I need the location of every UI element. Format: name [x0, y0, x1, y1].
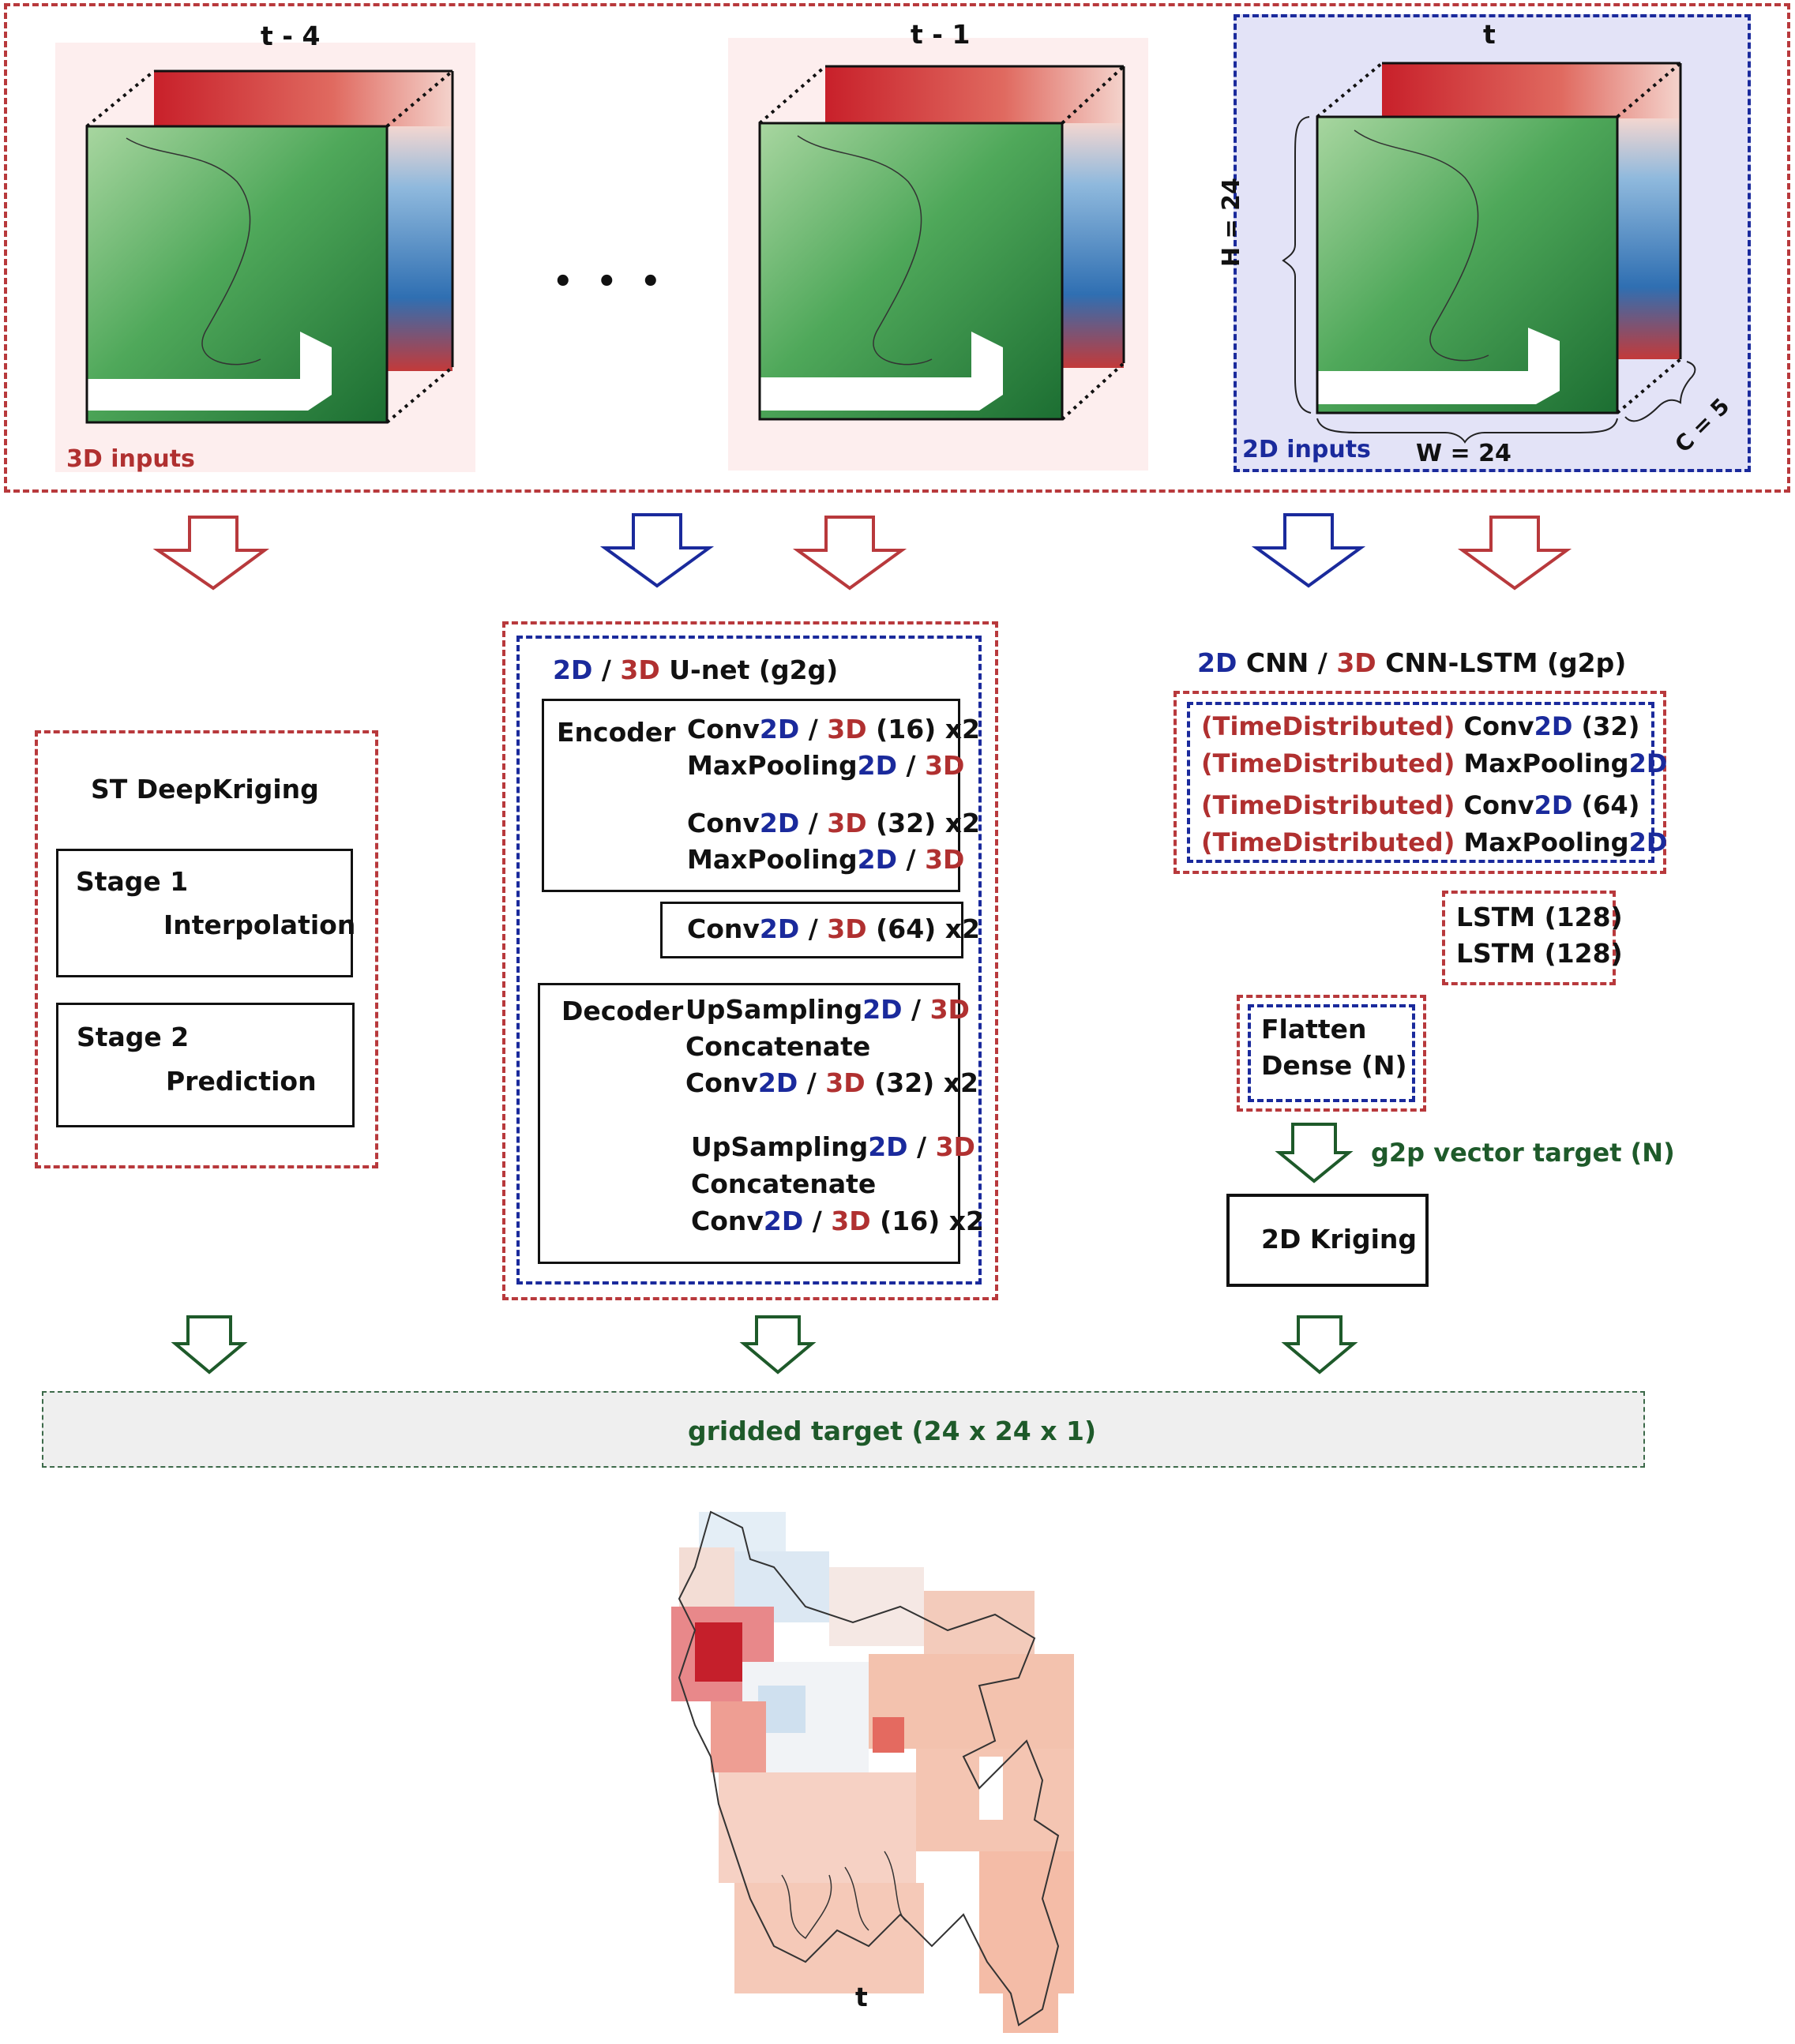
deepkriging-box	[35, 730, 378, 1168]
encoder-line-3: Conv2D / 3D (32) x2	[687, 808, 980, 838]
arrow-green-vector	[1275, 1123, 1354, 1183]
decoder-label: Decoder	[561, 996, 684, 1026]
lstm-line-1: LSTM (128)	[1456, 902, 1623, 932]
label-t: t	[1483, 19, 1496, 50]
label-t-4: t - 4	[261, 21, 321, 51]
vector-target-label: g2p vector target (N)	[1371, 1138, 1675, 1168]
gridded-target-box	[42, 1391, 1645, 1468]
cnn-line-2: (TimeDistributed) MaxPooling2D	[1201, 748, 1668, 778]
stage1-title: Stage 1	[76, 866, 189, 897]
arrow-red-3	[1457, 516, 1572, 591]
decoder-line-5: Concatenate	[691, 1168, 877, 1199]
cnn-inner-box	[1187, 702, 1654, 863]
kriging-label: 2D Kriging	[1261, 1224, 1418, 1255]
arrow-green-3	[1281, 1315, 1358, 1375]
cnn-outer-box	[1174, 691, 1666, 874]
stage2-box	[56, 1003, 355, 1127]
ellipsis: • • •	[553, 264, 667, 300]
stage2-sub: Prediction	[166, 1066, 317, 1097]
label-3d-inputs: 3D inputs	[66, 445, 195, 473]
decoder-line-1: UpSampling2D / 3D	[685, 994, 970, 1025]
cnn-line-4: (TimeDistributed) MaxPooling2D	[1201, 827, 1668, 857]
output-t-label: t	[855, 1982, 868, 2012]
encoder-box	[542, 699, 960, 892]
dim-w-label: W = 24	[1416, 440, 1511, 467]
input-cubes	[85, 62, 1696, 444]
lstm-line-2: LSTM (128)	[1456, 938, 1623, 969]
cube-t	[1282, 62, 1696, 444]
output-map-cells	[671, 1512, 1074, 2033]
arrow-red-2	[792, 516, 907, 591]
stage2-title: Stage 2	[77, 1022, 190, 1052]
cnn-line-3: (TimeDistributed) Conv2D (64)	[1201, 790, 1640, 820]
unet-outer-box	[502, 621, 998, 1300]
encoder-line-4: MaxPooling2D / 3D	[687, 844, 965, 875]
decoder-line-3: Conv2D / 3D (32) x2	[685, 1067, 978, 1098]
dense-line: Dense (N)	[1261, 1050, 1407, 1081]
gridded-target-label: gridded target (24 x 24 x 1)	[688, 1416, 1097, 1446]
decoder-line-4: UpSampling2D / 3D	[691, 1131, 975, 1162]
cube-t-4	[85, 69, 454, 424]
output-map	[671, 1510, 1074, 2033]
flow-arrows	[152, 513, 1572, 1375]
encoder-line-2: MaxPooling2D / 3D	[687, 750, 965, 781]
unet-inner-box	[516, 636, 982, 1285]
unet-title: 2D / 3D U-net (g2g)	[553, 654, 839, 685]
arrow-green-2	[739, 1315, 817, 1375]
label-2d-inputs: 2D inputs	[1242, 436, 1371, 463]
decoder-line-2: Concatenate	[685, 1031, 871, 1062]
label-t-1: t - 1	[911, 19, 971, 50]
cnn-line-1: (TimeDistributed) Conv2D (32)	[1201, 711, 1640, 741]
kriging-box	[1226, 1194, 1429, 1287]
flatten-outer-box	[1237, 995, 1426, 1112]
stage1-sub: Interpolation	[163, 909, 356, 940]
flatten-line: Flatten	[1261, 1014, 1367, 1045]
flatten-inner-box	[1248, 1004, 1415, 1102]
bottleneck-box	[660, 902, 963, 958]
arrow-blue-1	[599, 513, 715, 588]
stage1-box	[56, 849, 353, 977]
output-map-outline	[678, 1510, 1060, 2027]
cnn-title: 2D CNN / 3D CNN-LSTM (g2p)	[1197, 647, 1627, 678]
lstm-box	[1442, 891, 1616, 985]
decoder-box	[538, 983, 960, 1264]
arrow-blue-2	[1251, 513, 1366, 588]
arrow-green-1	[171, 1315, 248, 1375]
deepkriging-title: ST DeepKriging	[91, 774, 319, 804]
inputs-container	[4, 3, 1790, 493]
decoder-line-6: Conv2D / 3D (16) x2	[691, 1206, 984, 1236]
encoder-label: Encoder	[557, 717, 676, 748]
bottleneck-line: Conv2D / 3D (64) x2	[687, 913, 980, 944]
encoder-line-1: Conv2D / 3D (16) x2	[687, 714, 980, 744]
cube-t-1	[758, 65, 1125, 421]
arrow-red-1	[152, 516, 270, 591]
